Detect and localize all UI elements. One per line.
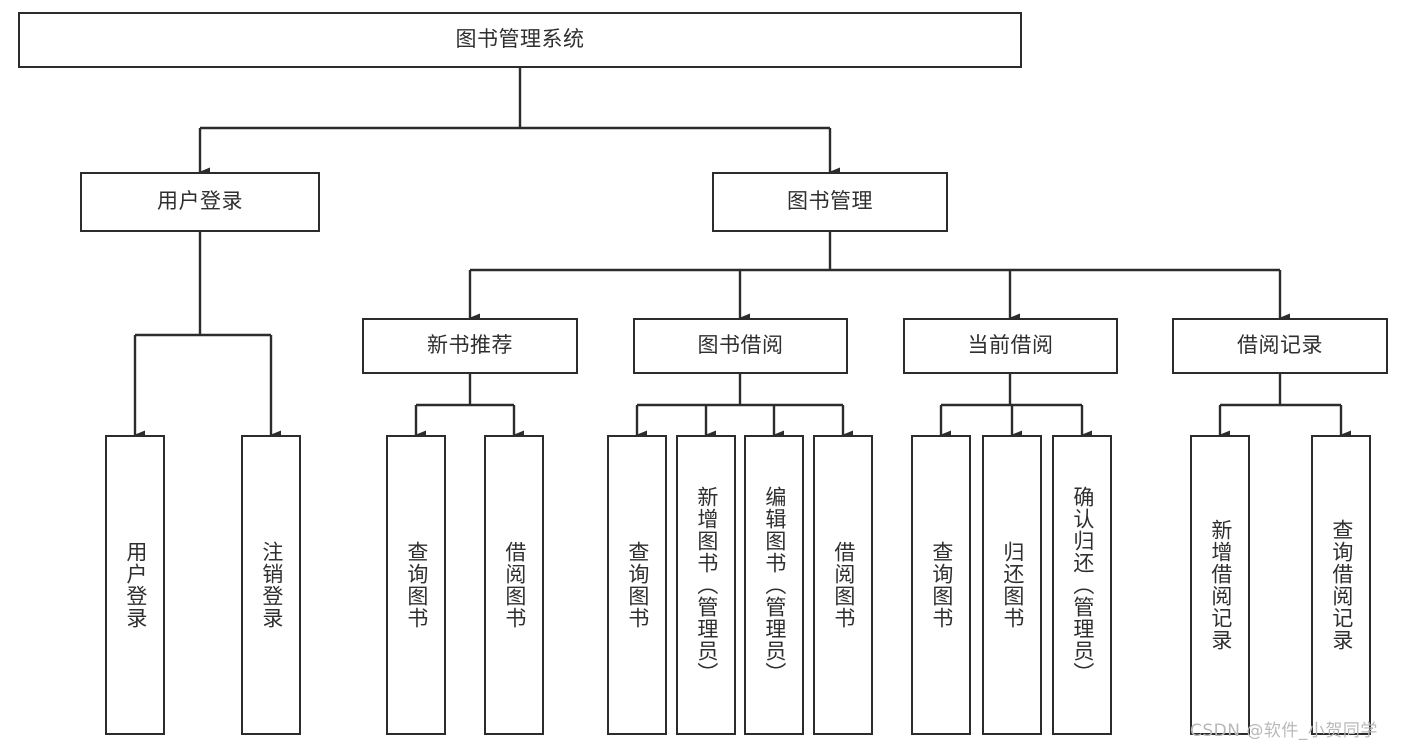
node-leaf-borrow-book-2[interactable]: 借阅图书 <box>813 435 873 735</box>
node-leaf-add-book[interactable]: 新增图书（管理员） <box>676 435 736 735</box>
node-label-leaf-add-record: 新增借阅记录 <box>1208 519 1233 651</box>
node-leaf-add-record[interactable]: 新增借阅记录 <box>1190 435 1250 735</box>
node-label-borrow-record: 借阅记录 <box>1237 333 1323 358</box>
node-book-manage[interactable]: 图书管理 <box>712 172 948 232</box>
node-label-leaf-borrow-book-2: 借阅图书 <box>831 541 856 629</box>
node-label-leaf-user-logout: 注销登录 <box>259 541 284 629</box>
node-leaf-query-book-1[interactable]: 查询图书 <box>386 435 446 735</box>
node-leaf-query-book-2[interactable]: 查询图书 <box>607 435 667 735</box>
node-borrow-record[interactable]: 借阅记录 <box>1172 318 1388 374</box>
node-label-current-borrow: 当前借阅 <box>967 333 1054 358</box>
node-label-leaf-query-book-1: 查询图书 <box>404 541 429 629</box>
node-leaf-return-book[interactable]: 归还图书 <box>982 435 1042 735</box>
node-label-leaf-query-record: 查询借阅记录 <box>1329 519 1354 651</box>
node-leaf-query-record[interactable]: 查询借阅记录 <box>1311 435 1371 735</box>
node-label-user-login: 用户登录 <box>157 189 243 214</box>
node-current-borrow[interactable]: 当前借阅 <box>903 318 1118 374</box>
node-label-leaf-return-book: 归还图书 <box>1000 541 1025 629</box>
node-label-leaf-query-book-3: 查询图书 <box>929 541 954 629</box>
node-new-book-recommend[interactable]: 新书推荐 <box>362 318 578 374</box>
csdn-watermark: CSDN @软件_小贺同学 <box>1190 721 1378 741</box>
node-leaf-user-login[interactable]: 用户登录 <box>105 435 165 735</box>
node-leaf-edit-book[interactable]: 编辑图书（管理员） <box>744 435 804 735</box>
node-label-leaf-edit-book: 编辑图书（管理员） <box>762 486 787 684</box>
node-label-root: 图书管理系统 <box>455 27 585 52</box>
node-label-leaf-query-book-2: 查询图书 <box>625 541 650 629</box>
node-label-book-borrow: 图书借阅 <box>697 333 784 358</box>
node-user-login[interactable]: 用户登录 <box>80 172 320 232</box>
node-leaf-borrow-book-1[interactable]: 借阅图书 <box>484 435 544 735</box>
node-leaf-user-logout[interactable]: 注销登录 <box>241 435 301 735</box>
node-book-borrow[interactable]: 图书借阅 <box>633 318 848 374</box>
node-leaf-query-book-3[interactable]: 查询图书 <box>911 435 971 735</box>
connector-group <box>133 68 1351 440</box>
node-label-leaf-add-book: 新增图书（管理员） <box>694 486 719 684</box>
node-label-book-manage: 图书管理 <box>787 189 873 214</box>
node-label-leaf-borrow-book-1: 借阅图书 <box>502 541 527 629</box>
node-label-leaf-user-login: 用户登录 <box>123 541 148 629</box>
node-root[interactable]: 图书管理系统 <box>18 12 1022 68</box>
node-label-leaf-confirm-return: 确认归还（管理员） <box>1070 486 1095 684</box>
node-leaf-confirm-return[interactable]: 确认归还（管理员） <box>1052 435 1112 735</box>
node-label-new-book-recommend: 新书推荐 <box>427 333 513 358</box>
